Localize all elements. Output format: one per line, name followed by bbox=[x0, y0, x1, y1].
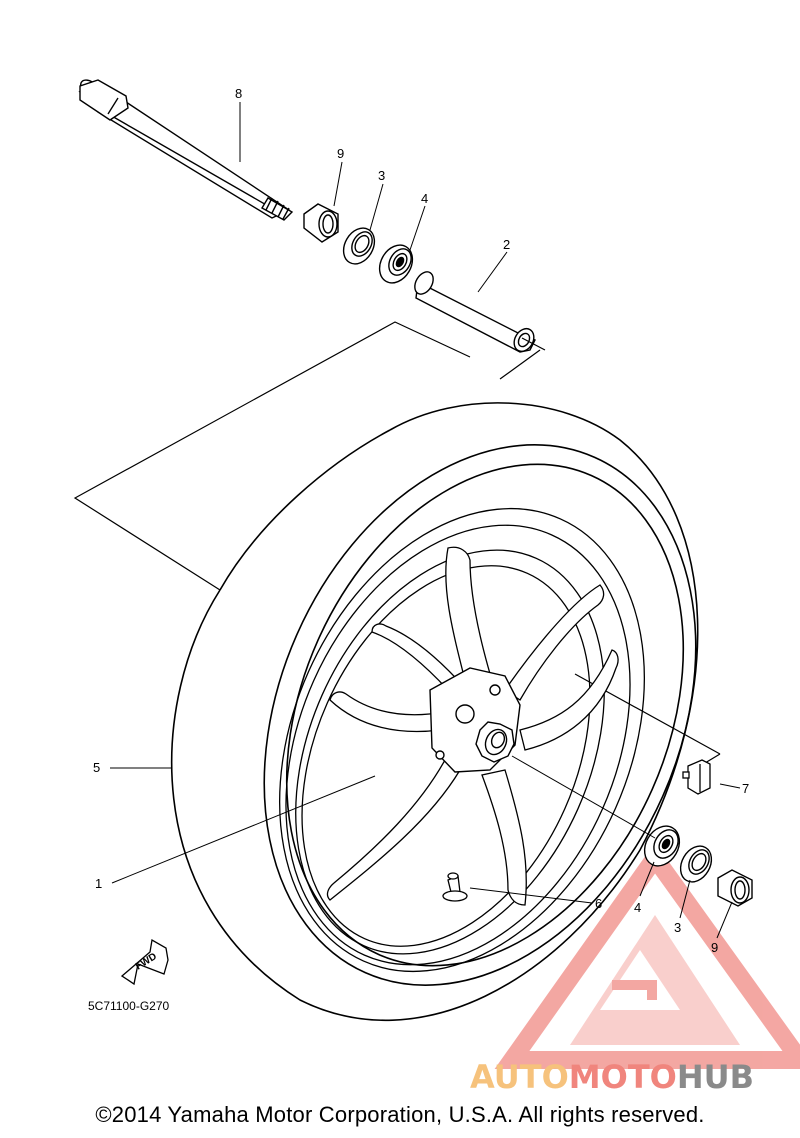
watermark-hub: HUB bbox=[677, 1058, 754, 1096]
reference-lines bbox=[73, 321, 721, 767]
wheel-rim bbox=[279, 507, 645, 973]
callout-3-lower: 3 bbox=[674, 920, 681, 935]
spacer bbox=[414, 271, 536, 353]
watermark-auto: AUTO bbox=[470, 1058, 569, 1096]
callout-9: 9 bbox=[337, 146, 344, 161]
callout-9-lower: 9 bbox=[711, 940, 718, 955]
callout-6: 6 bbox=[595, 896, 602, 911]
wheel-spokes bbox=[326, 546, 619, 906]
callout-1: 1 bbox=[95, 876, 102, 891]
front-tire bbox=[170, 402, 699, 1022]
oil-seal-upper bbox=[342, 227, 376, 265]
part-code: 5C71100-G270 bbox=[88, 999, 169, 1013]
oil-seal-lower bbox=[679, 845, 713, 883]
callout-2: 2 bbox=[503, 237, 510, 252]
watermark-moto: MOTO bbox=[569, 1058, 677, 1096]
tire-valve bbox=[442, 872, 468, 902]
callout-4-lower: 4 bbox=[634, 900, 641, 915]
callout-3: 3 bbox=[378, 168, 385, 183]
callout-7: 7 bbox=[742, 781, 749, 796]
callout-4: 4 bbox=[421, 191, 428, 206]
callout-8: 8 bbox=[235, 86, 242, 101]
fwd-arrow-icon: FWD bbox=[120, 938, 169, 986]
collar-upper bbox=[303, 203, 339, 243]
front-axle bbox=[78, 79, 294, 221]
automotohub-logo bbox=[494, 842, 800, 1069]
watermark-text: AUTOMOTOHUB bbox=[470, 1058, 754, 1096]
exploded-wheel-diagram: FWD 8 9 3 4 2 5 1 7 6 4 3 9 5C71100-G270… bbox=[73, 79, 800, 1096]
wheel-hub bbox=[429, 667, 521, 773]
leader-lines bbox=[110, 102, 741, 939]
callout-5: 5 bbox=[93, 760, 100, 775]
bearing-upper bbox=[378, 244, 414, 284]
balance-weight bbox=[682, 759, 711, 795]
bearing-lower bbox=[643, 825, 681, 867]
copyright-notice: ©2014 Yamaha Motor Corporation, U.S.A. A… bbox=[95, 1102, 705, 1127]
collar-lower bbox=[717, 869, 753, 907]
